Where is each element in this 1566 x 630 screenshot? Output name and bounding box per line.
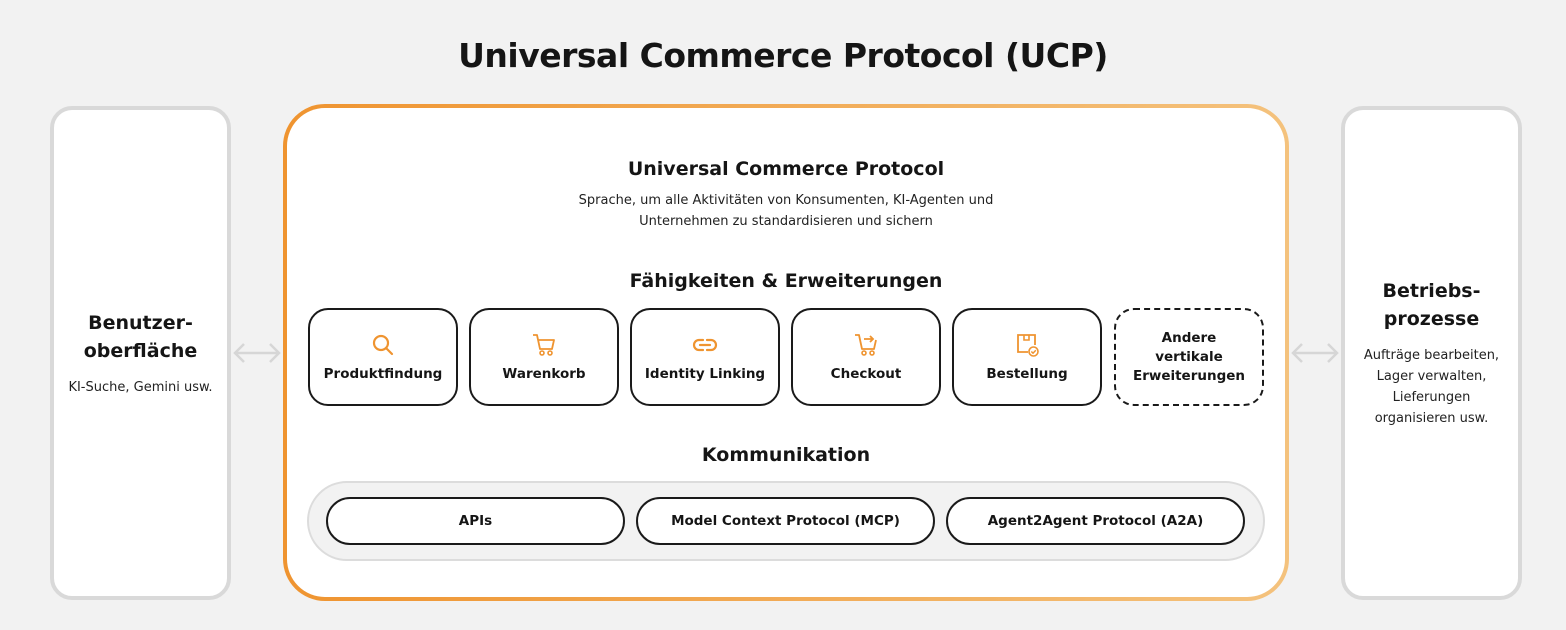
bidirectional-arrow-icon [233,343,281,363]
user-interface-panel: Benutzer-oberfläche KI-Suche, Gemini usw… [50,106,231,600]
capability-label: Identity Linking [644,366,766,382]
capability-warenkorb[interactable]: Warenkorb [469,308,619,406]
capability-produktfindung[interactable]: Produktfindung [308,308,458,406]
ucp-container: Universal Commerce Protocol Sprache, um … [283,104,1289,601]
title-line: Betriebs- [1382,280,1481,302]
capability-label: Checkout [830,366,902,382]
link-icon [692,338,718,352]
communication-heading: Kommunikation [701,444,871,466]
capability-other-extensions[interactable]: Andere vertikale Erweiterungen [1114,308,1264,406]
operations-panel: Betriebs-prozesse Aufträge bearbeiten, L… [1341,106,1522,600]
search-icon [372,334,394,356]
panel-desc: KI-Suche, Gemini usw. [68,379,213,395]
communication-group: APIs Model Context Protocol (MCP) Agent2… [307,481,1265,561]
comm-mcp[interactable]: Model Context Protocol (MCP) [636,497,935,545]
capability-label: Warenkorb [502,366,586,382]
comm-apis[interactable]: APIs [326,497,625,545]
panel-title: Betriebs-prozesse [1355,277,1508,333]
bidirectional-arrow-icon [1291,343,1339,363]
capability-checkout[interactable]: Checkout [791,308,941,406]
comm-a2a[interactable]: Agent2Agent Protocol (A2A) [946,497,1245,545]
capability-label: Bestellung [986,366,1068,382]
title-line: prozesse [1383,308,1480,330]
subtitle-line: Sprache, um alle Aktivitäten von Konsume… [578,193,994,208]
capability-bestellung[interactable]: Bestellung [952,308,1102,406]
protocol-heading: Universal Commerce Protocol [627,158,945,180]
cart-arrow-icon [855,334,877,356]
title-line: oberfläche [83,339,198,362]
protocol-subtitle: Sprache, um alle Aktivitäten von Konsume… [287,190,1285,232]
capability-label: Erweiterungen [1132,367,1246,384]
capability-label: vertikale [1155,348,1223,365]
title-line: Benutzer- [88,311,193,334]
page-title: Universal Commerce Protocol (UCP) [458,36,1108,75]
capabilities-heading: Fähigkeiten & Erweiterungen [629,270,943,292]
panel-desc: Aufträge bearbeiten, Lager verwalten, Li… [1363,348,1500,426]
subtitle-line: Unternehmen zu standardisieren und siche… [639,214,933,229]
panel-title: Benutzer-oberfläche [64,309,217,365]
package-check-icon [1017,334,1039,357]
capability-label: Andere [1161,329,1217,346]
capability-identity-linking[interactable]: Identity Linking [630,308,780,406]
cart-icon [533,334,555,356]
capability-label: Produktfindung [323,366,443,382]
